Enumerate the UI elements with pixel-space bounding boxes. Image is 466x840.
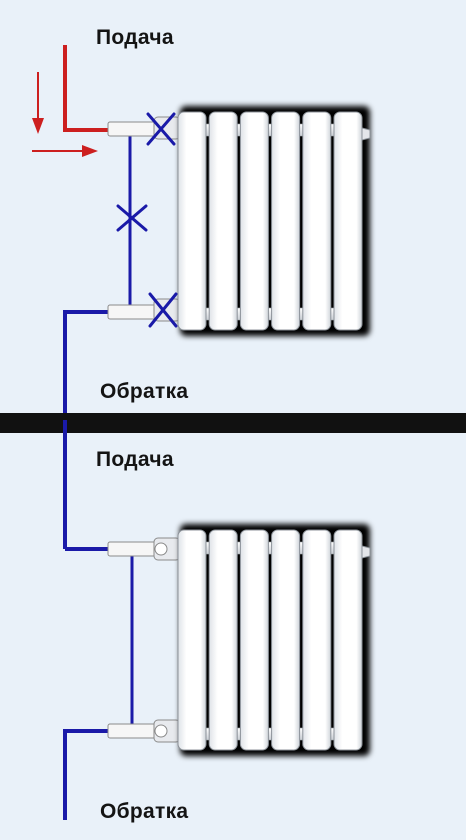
valve-knob-icon (153, 719, 181, 743)
return-pipe-bottom (63, 729, 110, 820)
arrow-down-icon (32, 72, 44, 134)
radiator-section (302, 529, 332, 751)
radiator-section (239, 111, 269, 331)
radiator-section (271, 529, 301, 751)
radiator-top (177, 106, 371, 336)
supply-pipe (63, 45, 110, 132)
radiator-section (302, 111, 332, 331)
radiator-section (177, 529, 207, 751)
upper-fitting (107, 121, 159, 137)
radiator-section (271, 111, 301, 331)
upper-fitting-bottom (107, 541, 159, 557)
valve-knob-icon (153, 537, 181, 561)
radiator-bottom (177, 524, 371, 756)
radiator-section (333, 111, 363, 331)
bottom-scheme (63, 524, 371, 820)
blue-cross-icon (116, 204, 148, 232)
lower-fitting (107, 304, 159, 320)
lower-fitting-bottom (107, 723, 159, 739)
radiator-section (239, 529, 269, 751)
air-vent-icon (361, 127, 371, 141)
radiator-section (333, 529, 363, 751)
top-scheme (32, 45, 371, 420)
bottom-return-label: Обратка (100, 800, 189, 823)
blue-cross-icon (148, 292, 178, 328)
bottom-supply-label: Подача (96, 448, 174, 471)
top-supply-label: Подача (96, 26, 174, 49)
blue-cross-icon (146, 112, 176, 146)
air-vent-icon (361, 545, 371, 559)
radiator-section (208, 111, 238, 331)
radiator-section (177, 111, 207, 331)
return-pipe (63, 310, 110, 420)
top-return-label: Обратка (100, 380, 189, 403)
radiator-section (208, 529, 238, 751)
divider-bar (0, 413, 466, 433)
arrow-right-icon (32, 145, 98, 157)
